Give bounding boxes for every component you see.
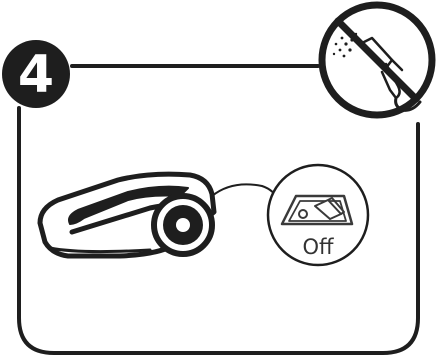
robot-mower-icon bbox=[40, 174, 214, 256]
step-number-badge: 4 bbox=[2, 40, 70, 108]
step-number: 4 bbox=[18, 45, 54, 105]
no-water-hose-icon bbox=[322, 5, 432, 115]
callout-leader bbox=[212, 184, 278, 200]
switch-state-label: Off bbox=[303, 235, 335, 259]
power-switch-icon: Off bbox=[268, 165, 368, 265]
